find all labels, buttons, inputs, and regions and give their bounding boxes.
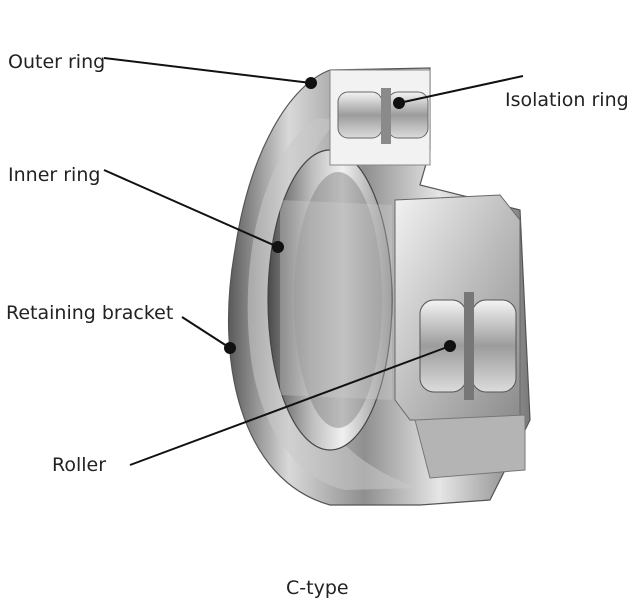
label-inner-ring: Inner ring	[8, 164, 101, 186]
leader-dot-roller	[444, 340, 456, 352]
label-retaining-bracket: Retaining bracket	[6, 302, 174, 324]
leader-dot-retaining-bracket	[224, 342, 236, 354]
leader-isolation-ring	[398, 75, 524, 104]
leader-retaining-bracket	[181, 316, 231, 349]
diagram-caption: C-type	[286, 577, 349, 599]
right-cutaway	[394, 194, 526, 479]
leader-outer-ring	[103, 57, 312, 84]
label-outer-ring: Outer ring	[8, 51, 106, 73]
label-roller: Roller	[52, 454, 107, 476]
leader-inner-ring	[103, 169, 279, 248]
leader-dot-outer-ring	[305, 77, 317, 89]
leader-lines	[103, 57, 524, 466]
label-isolation-ring: Isolation ring	[505, 89, 629, 111]
leader-dot-isolation-ring	[393, 97, 405, 109]
leader-roller	[129, 345, 451, 466]
leader-dot-inner-ring	[272, 241, 284, 253]
top-cutaway	[329, 69, 431, 166]
inner-ring-shape	[267, 149, 393, 451]
